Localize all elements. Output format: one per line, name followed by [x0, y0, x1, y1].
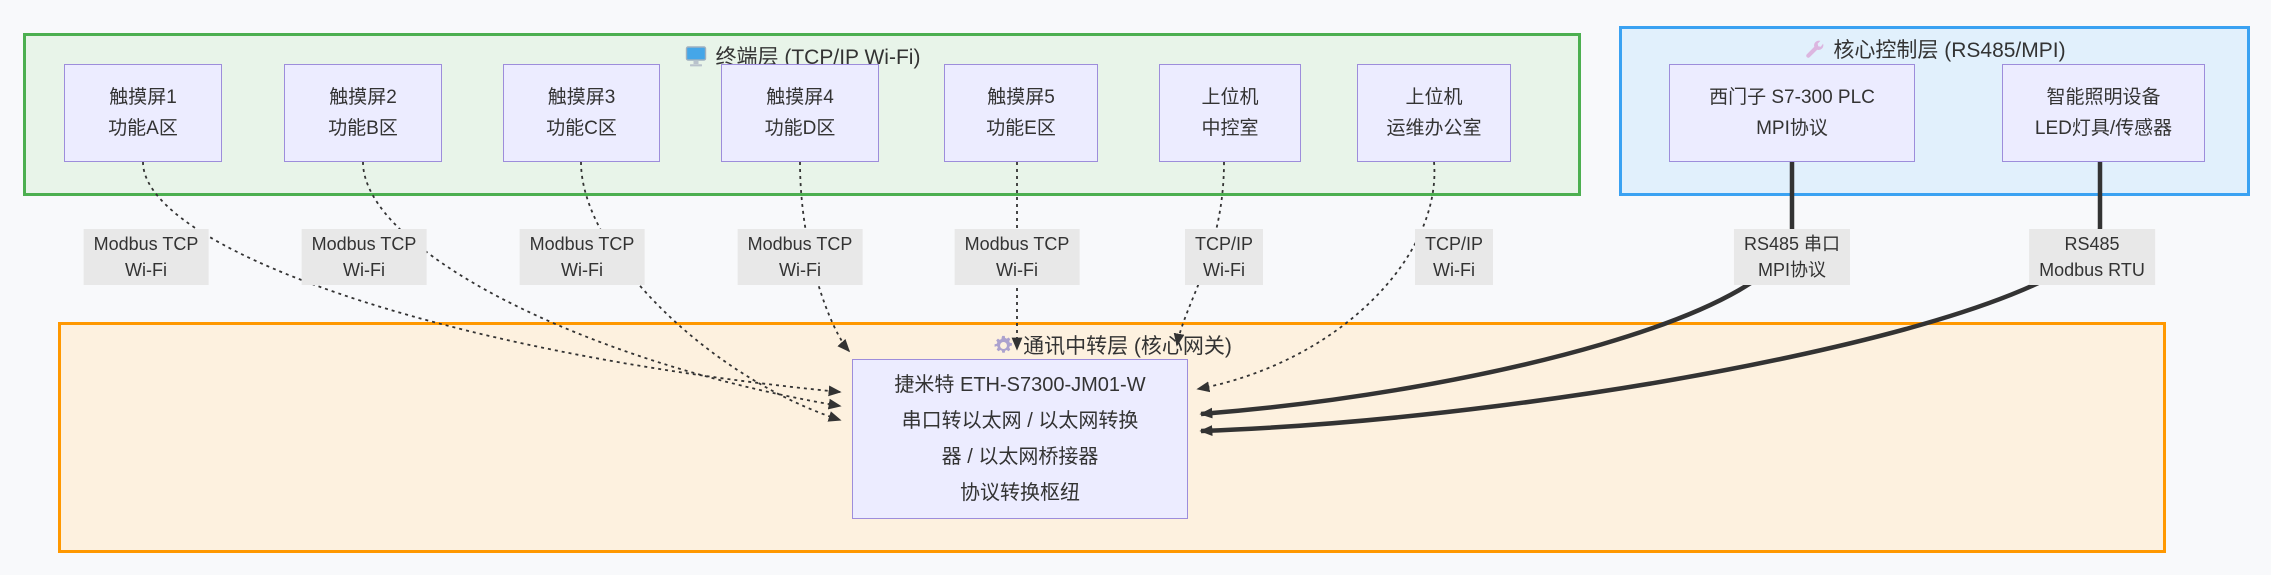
node-gateway: 捷米特 ETH-S7300-JM01-W 串口转以太网 / 以太网转换 器 / … [852, 359, 1188, 519]
node-text-line2: 功能C区 [546, 118, 617, 139]
node-text-line2: 功能E区 [986, 118, 1056, 139]
edge-lighting-gateway [1199, 162, 2103, 437]
node-text-line1: 上位机 [1405, 87, 1463, 108]
node-host-office: 上位机 运维办公室 [1357, 64, 1511, 162]
gateway-text-line4: 协议转换枢纽 [960, 482, 1080, 504]
terminal-layer-title: 终端层 (TCP/IP Wi-Fi) [26, 41, 1578, 71]
node-text-line1: 触摸屏5 [987, 87, 1055, 108]
node-text-line2: MPI协议 [1756, 118, 1828, 139]
node-siemens-plc: 西门子 S7-300 PLC MPI协议 [1669, 64, 1915, 162]
gateway-text-line2: 串口转以太网 / 以太网转换 [901, 410, 1139, 432]
control-layer-title: 核心控制层 (RS485/MPI) [1622, 34, 2247, 64]
wrench-icon [1806, 40, 1824, 58]
node-text-line1: 触摸屏1 [109, 87, 177, 108]
node-text-line1: 触摸屏4 [766, 87, 834, 108]
terminal-layer-container: 终端层 (TCP/IP Wi-Fi) [23, 33, 1581, 196]
edge-touchscreen3-gateway [580, 161, 842, 422]
gateway-text-line1: 捷米特 ETH-S7300-JM01-W [894, 374, 1146, 396]
node-text-line2: LED灯具/传感器 [2034, 118, 2173, 139]
node-text-line2: 功能D区 [764, 118, 836, 139]
gateway-text-line3: 器 / 以太网桥接器 [941, 446, 1099, 468]
node-touchscreen-4: 触摸屏4 功能D区 [721, 64, 879, 162]
node-text-line1: 西门子 S7-300 PLC [1709, 87, 1875, 108]
node-host-controlroom: 上位机 中控室 [1159, 64, 1301, 162]
edge-touchscreen2-gateway [362, 161, 842, 410]
monitor-icon [685, 46, 706, 67]
node-text-line1: 智能照明设备 [2046, 87, 2161, 108]
edge-touchscreen1-gateway [142, 161, 842, 397]
gear-icon [994, 335, 1013, 353]
node-touchscreen-2: 触摸屏2 功能B区 [284, 64, 442, 162]
node-text-line2: 功能B区 [328, 118, 398, 139]
node-text-line1: 触摸屏2 [329, 87, 397, 108]
node-text-line1: 触摸屏3 [547, 87, 616, 108]
node-smart-lighting: 智能照明设备 LED灯具/传感器 [2002, 64, 2205, 162]
node-touchscreen-1: 触摸屏1 功能A区 [64, 64, 222, 162]
node-touchscreen-5: 触摸屏5 功能E区 [944, 64, 1098, 162]
node-text-line2: 中控室 [1201, 118, 1259, 139]
node-text-line1: 上位机 [1201, 87, 1259, 108]
node-text-line2: 功能A区 [108, 118, 178, 139]
terminal-layer-title-text: 终端层 (TCP/IP Wi-Fi) [715, 46, 921, 69]
edge-host-office-gateway [1196, 161, 1436, 393]
control-layer-title-text: 核心控制层 (RS485/MPI) [1833, 39, 2066, 62]
node-touchscreen-3: 触摸屏3 功能C区 [503, 64, 660, 162]
node-text-line2: 运维办公室 [1386, 118, 1482, 139]
